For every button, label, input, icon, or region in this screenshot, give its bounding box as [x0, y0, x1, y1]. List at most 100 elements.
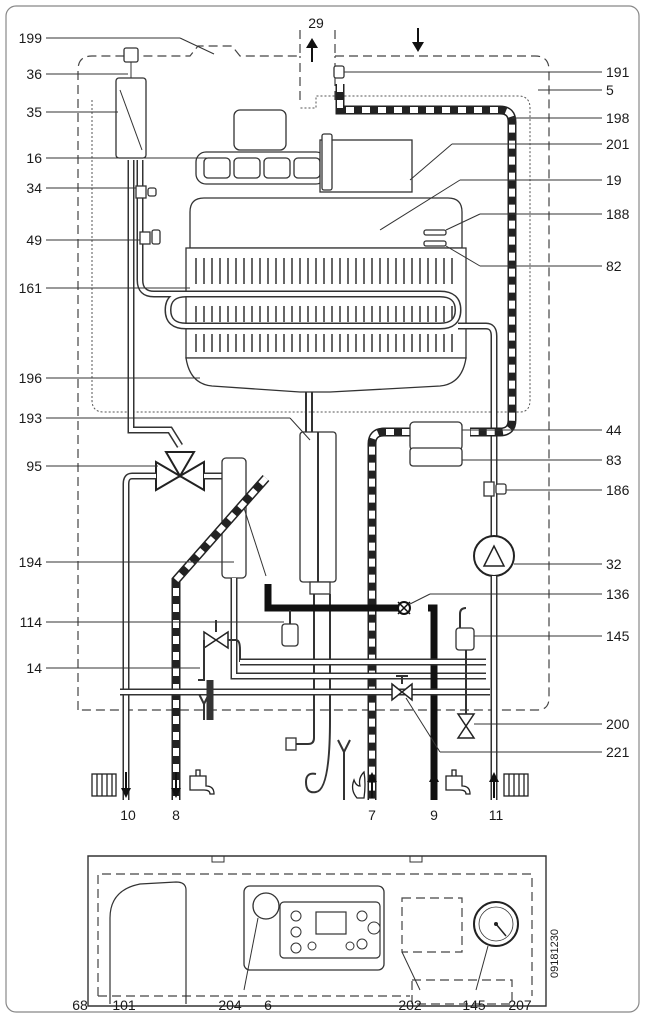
dhw-hot-black: [264, 584, 400, 612]
connector-box-202: [401, 897, 463, 953]
label-14: 14: [26, 660, 42, 676]
flue-sensor-191: [333, 65, 345, 79]
sensor-188: [423, 229, 447, 236]
label-44: 44: [606, 422, 622, 438]
flue-dash: [299, 30, 336, 100]
outer-frame: [5, 5, 640, 1013]
panel-button[interactable]: [290, 926, 302, 938]
flue-in-arrow: [412, 28, 424, 52]
gas-valve-83: [409, 447, 463, 467]
label-83: 83: [606, 452, 622, 468]
safety-valve-200: [456, 713, 476, 739]
label-19: 19: [606, 172, 622, 188]
label-204: 204: [218, 997, 242, 1013]
label-145-panel: 145: [462, 997, 486, 1013]
label-194: 194: [19, 554, 43, 570]
label-82: 82: [606, 258, 622, 274]
diverter-valve: [155, 451, 205, 492]
panel-button[interactable]: [367, 921, 381, 935]
label-207: 207: [508, 997, 532, 1013]
label-198: 198: [606, 110, 630, 126]
sensor-34: [135, 185, 147, 199]
label-32: 32: [606, 556, 622, 572]
pressure-sensor-145: [455, 627, 475, 651]
panel-inner-dash: [97, 873, 533, 996]
gas-valve-44: [409, 421, 463, 451]
radiator-icon: [91, 773, 117, 797]
label-200: 200: [606, 716, 630, 732]
label-29: 29: [308, 15, 324, 31]
valve-14: [203, 630, 229, 650]
chamber-outline: [91, 95, 531, 413]
heat-exchanger-fins: [195, 258, 453, 352]
panel-tab: [211, 855, 225, 863]
burner-block: [319, 139, 413, 193]
drawing-code: 09181230: [549, 929, 561, 978]
label-9: 9: [430, 807, 438, 823]
label-114: 114: [20, 614, 43, 630]
label-35: 35: [26, 104, 42, 120]
label-199: 199: [19, 30, 43, 46]
panel-tab: [409, 855, 423, 863]
lcd-display: [315, 911, 347, 935]
label-34: 34: [26, 180, 42, 196]
label-5: 5: [606, 82, 614, 98]
panel-button[interactable]: [307, 941, 317, 951]
drain-pipe: [305, 392, 313, 432]
arrow-9: [429, 772, 439, 798]
label-95: 95: [26, 458, 42, 474]
sensor-186: [483, 481, 495, 497]
label-145: 145: [606, 628, 630, 644]
arrow-11: [489, 772, 499, 798]
label-68: 68: [72, 997, 88, 1013]
label-8: 8: [172, 807, 180, 823]
drain-funnel: [337, 739, 351, 800]
label-196: 196: [19, 370, 43, 386]
panel-button[interactable]: [290, 942, 302, 954]
label-36: 36: [26, 66, 42, 82]
gas-flame-icon: [351, 770, 366, 799]
panel-button[interactable]: [356, 910, 368, 922]
power-switch-204[interactable]: [252, 892, 280, 920]
panel-button[interactable]: [345, 941, 355, 951]
tap-icon: [445, 769, 471, 795]
label-186: 186: [606, 482, 630, 498]
service-box-207: [411, 979, 513, 1005]
tap-icon: [189, 769, 215, 795]
panel-curve: [109, 881, 187, 1004]
flue-out-arrow: [306, 38, 318, 62]
vessel-valve: [123, 47, 139, 63]
label-11: 11: [489, 807, 504, 823]
label-193: 193: [19, 410, 43, 426]
label-188: 188: [606, 206, 630, 222]
sensor-114: [281, 623, 299, 647]
arrow-7: [367, 772, 377, 798]
fan-motor: [233, 109, 287, 151]
pump-32: [473, 535, 515, 577]
dhw-cold-hatched: [171, 475, 270, 800]
casing-outline: [77, 45, 550, 711]
label-6: 6: [264, 997, 272, 1013]
label-136: 136: [606, 586, 630, 602]
label-101: 101: [112, 997, 136, 1013]
panel-button[interactable]: [356, 938, 368, 950]
heat-exchanger-bottom: [185, 357, 467, 393]
heat-exchanger-top: [189, 197, 463, 249]
radiator-icon: [503, 773, 529, 797]
fill-valve-221: [391, 682, 413, 702]
label-161: 161: [19, 280, 43, 296]
label-49: 49: [26, 232, 42, 248]
label-7: 7: [368, 807, 376, 823]
label-191: 191: [606, 64, 630, 80]
label-201: 201: [606, 136, 630, 152]
panel-button[interactable]: [290, 910, 302, 922]
label-202: 202: [398, 997, 422, 1013]
label-16: 16: [26, 150, 42, 166]
cable-lower: [367, 427, 410, 800]
sensor-49: [139, 231, 151, 245]
arrow-10: [121, 772, 131, 798]
label-221: 221: [606, 744, 630, 760]
sensor-82: [423, 240, 447, 247]
label-10: 10: [120, 807, 136, 823]
